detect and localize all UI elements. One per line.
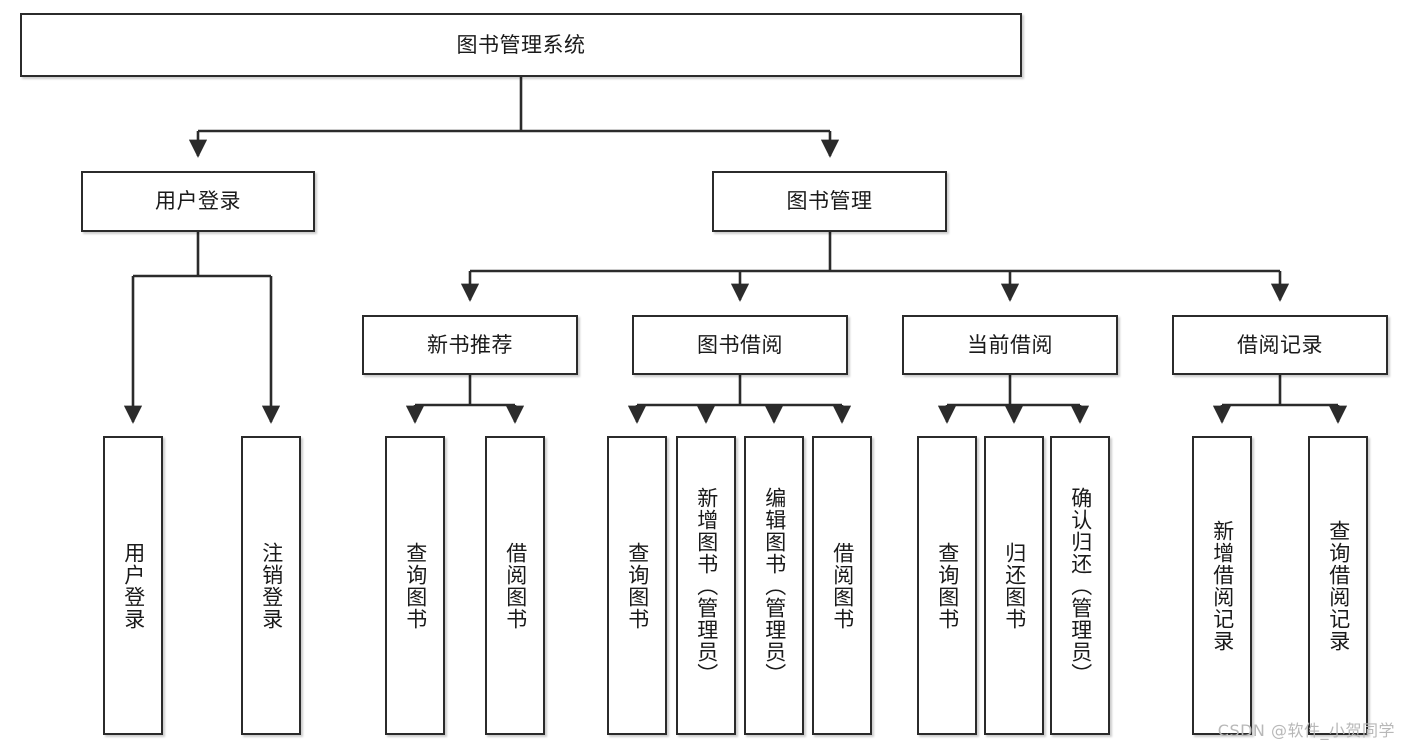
leaf-logout-login[interactable]: 注销登录 bbox=[241, 436, 301, 735]
leaf-query-record-label: 查询借阅记录 bbox=[1326, 519, 1351, 652]
node-current-borrow[interactable]: 当前借阅 bbox=[902, 315, 1118, 375]
leaf-logout-login-label: 注销登录 bbox=[259, 541, 284, 630]
leaf-borrow-book-1-label: 借阅图书 bbox=[503, 541, 528, 630]
leaf-edit-book-label: 编辑图书（管理员） bbox=[762, 486, 787, 685]
leaf-query-book-1-label: 查询图书 bbox=[403, 541, 428, 630]
leaf-user-login[interactable]: 用户登录 bbox=[103, 436, 163, 735]
leaf-query-book-1[interactable]: 查询图书 bbox=[385, 436, 445, 735]
node-book-borrow[interactable]: 图书借阅 bbox=[632, 315, 848, 375]
node-user-login[interactable]: 用户登录 bbox=[81, 171, 315, 232]
node-book-management-label: 图书管理 bbox=[786, 189, 873, 214]
leaf-return-book-label: 归还图书 bbox=[1002, 541, 1027, 630]
node-new-book-recommend-label: 新书推荐 bbox=[427, 332, 513, 357]
node-borrow-record-label: 借阅记录 bbox=[1237, 332, 1323, 357]
leaf-query-book-3[interactable]: 查询图书 bbox=[917, 436, 977, 735]
leaf-confirm-return[interactable]: 确认归还（管理员） bbox=[1050, 436, 1110, 735]
leaf-add-book-label: 新增图书（管理员） bbox=[694, 486, 719, 685]
node-book-borrow-label: 图书借阅 bbox=[697, 332, 783, 357]
leaf-confirm-return-label: 确认归还（管理员） bbox=[1068, 486, 1093, 685]
leaf-edit-book[interactable]: 编辑图书（管理员） bbox=[744, 436, 804, 735]
leaf-add-record[interactable]: 新增借阅记录 bbox=[1192, 436, 1252, 735]
node-root[interactable]: 图书管理系统 bbox=[20, 13, 1022, 77]
node-root-label: 图书管理系统 bbox=[456, 32, 586, 57]
leaf-query-book-2-label: 查询图书 bbox=[625, 541, 650, 630]
leaf-query-book-3-label: 查询图书 bbox=[935, 541, 960, 630]
leaf-return-book[interactable]: 归还图书 bbox=[984, 436, 1044, 735]
node-user-login-label: 用户登录 bbox=[155, 189, 241, 214]
leaf-borrow-book-2[interactable]: 借阅图书 bbox=[812, 436, 872, 735]
node-borrow-record[interactable]: 借阅记录 bbox=[1172, 315, 1388, 375]
leaf-user-login-label: 用户登录 bbox=[121, 541, 146, 630]
leaf-add-book[interactable]: 新增图书（管理员） bbox=[676, 436, 736, 735]
leaf-borrow-book-1[interactable]: 借阅图书 bbox=[485, 436, 545, 735]
leaf-query-record[interactable]: 查询借阅记录 bbox=[1308, 436, 1368, 735]
leaf-query-book-2[interactable]: 查询图书 bbox=[607, 436, 667, 735]
node-new-book-recommend[interactable]: 新书推荐 bbox=[362, 315, 578, 375]
node-book-management[interactable]: 图书管理 bbox=[712, 171, 947, 232]
node-current-borrow-label: 当前借阅 bbox=[967, 332, 1053, 357]
leaf-add-record-label: 新增借阅记录 bbox=[1210, 519, 1235, 652]
leaf-borrow-book-2-label: 借阅图书 bbox=[830, 541, 855, 630]
